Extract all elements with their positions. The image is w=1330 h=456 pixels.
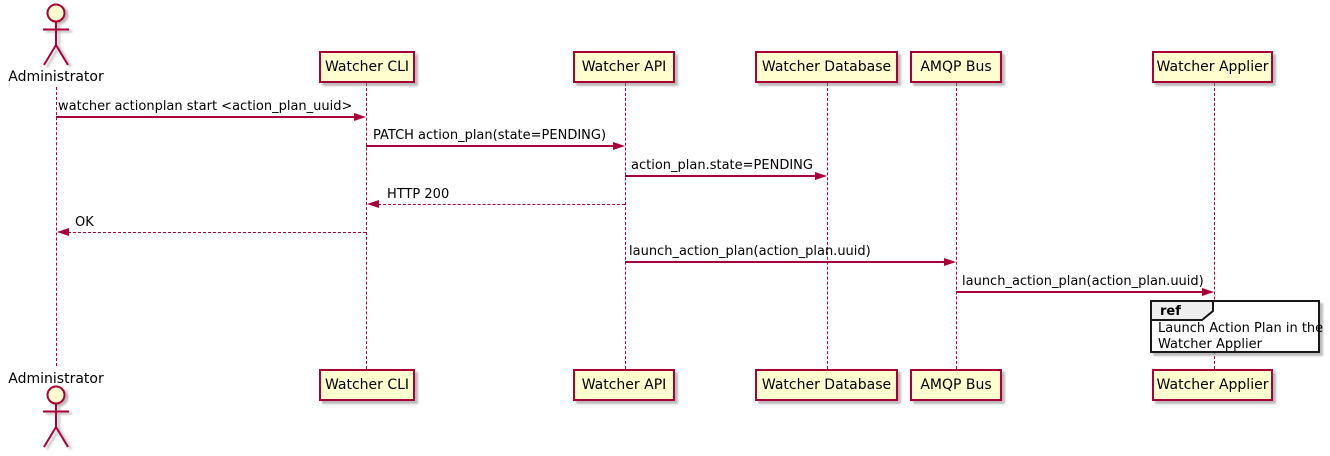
ref-tab: ref xyxy=(1150,300,1214,321)
participant-watcher-cli-top: Watcher CLI xyxy=(319,51,415,83)
message-6-line xyxy=(625,261,946,263)
lifeline-watcher-database xyxy=(827,83,828,369)
ref-keyword: ref xyxy=(1160,304,1181,319)
message-4-line xyxy=(378,204,625,205)
ref-fragment: ref Launch Action Plan in the Watcher Ap… xyxy=(1150,300,1323,353)
participant-watcher-applier-top: Watcher Applier xyxy=(1152,51,1273,83)
message-7-label: launch_action_plan(action_plan.uuid) xyxy=(962,274,1204,289)
message-1-arrowhead-icon xyxy=(354,113,366,121)
message-6-label: launch_action_plan(action_plan.uuid) xyxy=(629,244,871,259)
participant-amqp-bus-top: AMQP Bus xyxy=(910,51,1002,83)
participant-watcher-api-top: Watcher API xyxy=(573,51,675,83)
lifeline-administrator xyxy=(56,87,57,366)
participant-watcher-api-bottom: Watcher API xyxy=(573,369,675,401)
message-4-label: HTTP 200 xyxy=(387,187,450,202)
lifeline-watcher-cli xyxy=(366,83,367,369)
actor-label-top: Administrator xyxy=(8,69,104,85)
message-2-line xyxy=(366,145,615,147)
message-3-label: action_plan.state=PENDING xyxy=(631,158,813,173)
message-1-label: watcher actionplan start <action_plan_uu… xyxy=(58,99,353,114)
participant-watcher-database-bottom: Watcher Database xyxy=(755,369,898,401)
message-4-arrowhead-icon xyxy=(367,200,379,208)
ref-text-line-2: Watcher Applier xyxy=(1158,337,1262,352)
ref-text: Launch Action Plan in the Watcher Applie… xyxy=(1158,321,1323,353)
message-2-label: PATCH action_plan(state=PENDING) xyxy=(373,128,607,143)
lifeline-watcher-api xyxy=(625,83,626,369)
lifeline-watcher-applier xyxy=(1214,83,1215,369)
message-3-line xyxy=(625,175,817,177)
ref-text-line-1: Launch Action Plan in the xyxy=(1158,321,1324,336)
actor-icon xyxy=(43,3,69,66)
participant-watcher-applier-bottom: Watcher Applier xyxy=(1152,369,1273,401)
participant-watcher-database-top: Watcher Database xyxy=(755,51,898,83)
message-1-line xyxy=(56,116,356,118)
message-6-arrowhead-icon xyxy=(944,258,956,266)
participant-watcher-cli-bottom: Watcher CLI xyxy=(319,369,415,401)
message-7-line xyxy=(956,291,1204,293)
actor-icon xyxy=(43,385,69,448)
message-7-arrowhead-icon xyxy=(1202,288,1214,296)
message-5-label: OK xyxy=(75,215,94,230)
message-3-arrowhead-icon xyxy=(815,172,827,180)
lifeline-amqp-bus xyxy=(956,83,957,369)
message-2-arrowhead-icon xyxy=(613,142,625,150)
message-5-line xyxy=(68,232,366,233)
participant-amqp-bus-bottom: AMQP Bus xyxy=(910,369,1002,401)
message-5-arrowhead-icon xyxy=(57,228,69,236)
actor-label-bottom: Administrator xyxy=(8,371,104,387)
